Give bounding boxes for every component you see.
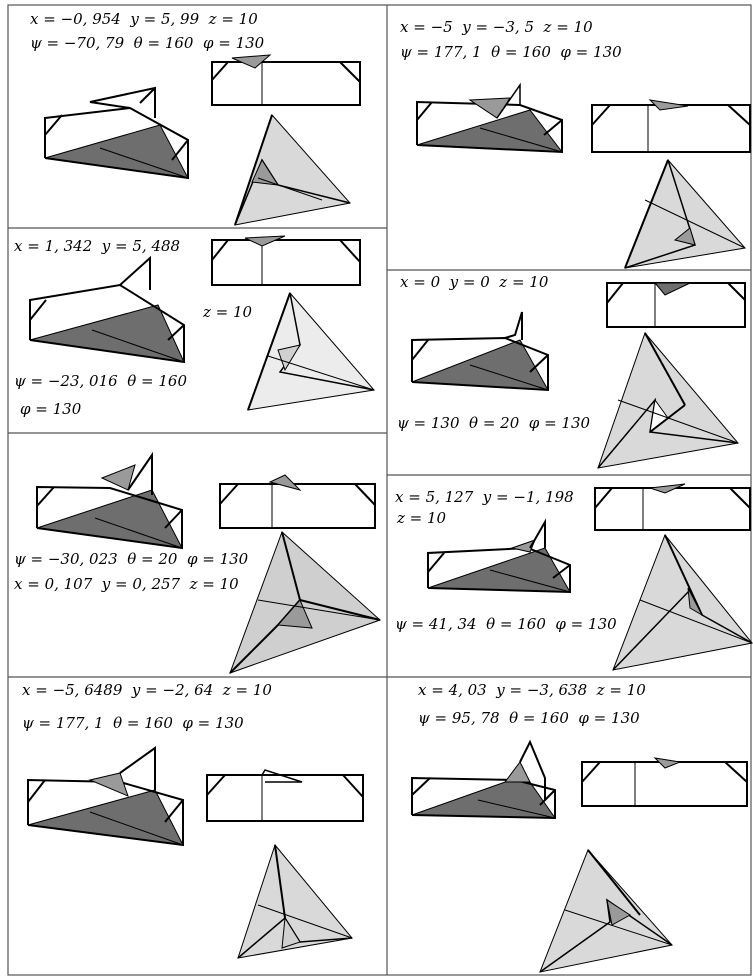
panel-6-line-1: x = 5, 127 y = −1, 198 xyxy=(395,488,574,506)
panel-7-box-view xyxy=(27,746,184,847)
panel-3-top-view xyxy=(247,292,375,411)
panel-5-line-2: x = 0, 107 y = 0, 257 z = 10 xyxy=(14,575,239,593)
panel-5-line-1: ψ = −30, 023 θ = 20 φ = 130 xyxy=(14,550,249,568)
panel-8-line-2: ψ = 95, 78 θ = 160 φ = 130 xyxy=(418,709,640,727)
panel-6-box-view xyxy=(427,518,571,594)
panel-6-top-view xyxy=(612,534,753,671)
panel-2-side-view xyxy=(591,99,751,153)
panel-2-box-view xyxy=(416,82,564,154)
panel-8-top-view xyxy=(539,849,673,973)
panel-8-line-1: x = 4, 03 y = −3, 638 z = 10 xyxy=(418,681,646,699)
panel-2-top-view xyxy=(624,159,746,269)
panel-3-box-view xyxy=(29,255,185,364)
panel-3-line-3: ψ = −23, 016 θ = 160 xyxy=(14,372,187,390)
panel-3-line-2: z = 10 xyxy=(203,303,253,321)
panel-6-line-2: z = 10 xyxy=(397,509,447,527)
panel-6-side-view xyxy=(594,483,751,531)
panel-8-side-view xyxy=(581,757,748,807)
panel-7-line-1: x = −5, 6489 y = −2, 64 z = 10 xyxy=(22,681,272,699)
panel-7-side-view xyxy=(206,769,364,822)
panel-6-line-3: ψ = 41, 34 θ = 160 φ = 130 xyxy=(395,615,617,633)
panel-1-top-view xyxy=(234,114,351,226)
panel-2-line-2: ψ = 177, 1 θ = 160 φ = 130 xyxy=(400,43,622,61)
panel-1-box-view xyxy=(44,86,189,180)
panel-4-line-2: ψ = 130 θ = 20 φ = 130 xyxy=(397,414,591,432)
panel-5-side-view xyxy=(219,474,376,529)
panel-5-top-view xyxy=(229,531,381,674)
panel-1-line-2: ψ = −70, 79 θ = 160 φ = 130 xyxy=(30,34,265,52)
panel-7-top-view xyxy=(237,843,353,959)
panel-3-side-view xyxy=(211,235,361,286)
panel-4-top-view xyxy=(597,332,739,469)
panel-7-line-2: ψ = 177, 1 θ = 160 φ = 130 xyxy=(22,714,244,732)
panel-3-line-1: x = 1, 342 y = 5, 488 xyxy=(14,237,181,255)
panel-4-box-view xyxy=(411,311,549,392)
panel-4-side-view xyxy=(606,282,746,328)
panel-2-line-1: x = −5 y = −3, 5 z = 10 xyxy=(400,18,593,36)
panel-1-line-1: x = −0, 954 y = 5, 99 z = 10 xyxy=(30,10,258,28)
panel-3-line-4: φ = 130 xyxy=(20,400,82,418)
panel-4-line-1: x = 0 y = 0 z = 10 xyxy=(400,273,549,291)
panel-5-box-view xyxy=(36,451,183,550)
panel-1-side-view xyxy=(211,54,361,106)
panel-8-box-view xyxy=(411,739,556,820)
